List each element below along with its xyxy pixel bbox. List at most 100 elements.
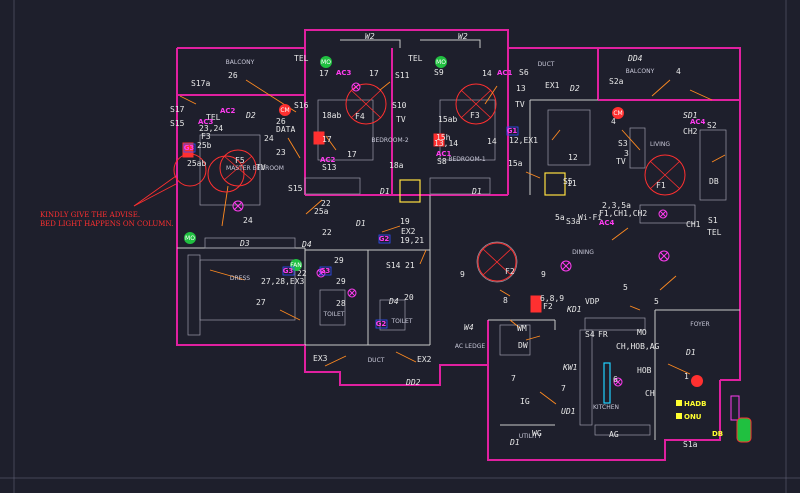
door-window-tag: D2 (245, 111, 256, 120)
circuit-label: S17 (170, 105, 185, 114)
circuit-label: 18ab (322, 111, 341, 120)
light-icon (613, 377, 623, 387)
room-label: TOILET (323, 311, 345, 318)
room-label: DUCT (538, 61, 555, 68)
hadb-box (730, 395, 740, 421)
fan-icon (345, 83, 387, 125)
circuit-label: F1 (656, 181, 666, 190)
circuit-label: S2a (609, 77, 624, 86)
switch-group-tag: G3 (184, 144, 195, 152)
circuit-label: F2 (505, 267, 515, 276)
circuit-label: S3 (618, 139, 628, 148)
circuit-label: 5 (654, 297, 659, 306)
ac-point-label: AC1 (497, 69, 513, 77)
circuit-label: 6 (613, 375, 618, 384)
motion-sensor-icon (320, 56, 332, 68)
circuit-label: 12,EX1 (509, 136, 538, 145)
circuit-label: DW (518, 341, 528, 350)
circuit-label: 9 (460, 270, 465, 279)
room-label: BEDROOM-2 (371, 137, 408, 144)
motion-sensor-icon (290, 259, 302, 271)
circuit-label: EX2 (417, 355, 432, 364)
circuit-label: S3a (566, 217, 581, 226)
light-icon (658, 250, 670, 262)
door-window-tag: D1 (471, 187, 482, 196)
switch-group-tag: G2 (376, 320, 387, 328)
dress-wardrobe (199, 259, 296, 321)
room-label: MASTER BEDROOM (226, 165, 284, 172)
circuit-label: TEL (408, 54, 423, 63)
onu-label: ONU (684, 413, 702, 421)
ac-point-label: AC1 (436, 150, 452, 158)
circuit-label: 29 (334, 256, 344, 265)
circuit-label: 17 (369, 69, 379, 78)
circuit-label: DATA (276, 125, 295, 134)
circuit-label: S13 (322, 163, 337, 172)
circuit-label: S17a (191, 79, 210, 88)
bed-1 (439, 99, 496, 161)
toilet-1-fixtures (319, 289, 346, 326)
room-label: TOILET (391, 318, 413, 325)
circuit-label: 29 (336, 277, 346, 286)
hadb-marker (676, 400, 682, 406)
circuit-label: F4 (355, 112, 365, 121)
circuit-label: CH1 (686, 220, 701, 229)
door-window-tag: W4 (464, 323, 474, 332)
switch-group-tag: G2 (379, 235, 390, 243)
circuit-label: Wi-Fi (578, 213, 602, 222)
circuit-label: 24 (264, 134, 274, 143)
ac-point-label: AC4 (690, 118, 706, 126)
light-icon (232, 200, 244, 212)
light-icon (658, 209, 668, 219)
circuit-label: 26 (276, 117, 286, 126)
ac-point-label: AC2 (320, 156, 336, 164)
circuit-label: 26 (228, 71, 238, 80)
light-icon (347, 288, 357, 298)
fan-icon (455, 83, 497, 125)
door-window-tag: KD1 (566, 305, 581, 314)
wardrobe-1 (429, 177, 491, 195)
room-label: UTILITY (519, 433, 542, 440)
circuit-label: 6,8,9 (540, 294, 564, 303)
circuit-label: 4 (611, 117, 616, 126)
dress-rack (187, 254, 201, 336)
ac-point-label: AC3 (198, 118, 214, 126)
wiring (179, 79, 726, 405)
door-window-tag: DD4 (627, 54, 643, 63)
circuit-label: TEL (294, 54, 309, 63)
switch-group-box (183, 143, 196, 153)
chimney-point-icon (691, 375, 703, 387)
master-bed (199, 134, 261, 206)
switch-group-box (282, 266, 295, 276)
circuit-label: 15h (436, 133, 451, 142)
circuit-label: 19 (400, 217, 410, 226)
kitchen-counter-top (584, 317, 646, 331)
circuit-label: S8 (437, 157, 447, 166)
circuit-label: VDP (585, 297, 600, 306)
circuit-label: 12 (568, 153, 578, 162)
wardrobe-2 (304, 177, 361, 195)
circuit-label: S6 (519, 68, 529, 77)
onu-marker (676, 413, 682, 419)
switch-group-tag: G1 (507, 127, 518, 135)
circuit-label: 25b (197, 141, 212, 150)
circuit-label: 25ab (187, 159, 206, 168)
circuit-label: TEL (707, 228, 722, 237)
dining-table (476, 241, 518, 283)
circuit-label: 5a (555, 213, 565, 222)
door-window-tag: UD1 (561, 407, 575, 416)
switch-group-box (375, 319, 388, 329)
circuit-label: S1 (708, 216, 718, 225)
kitchen-counter-bottom (594, 424, 651, 436)
room-label: FOYER (690, 321, 709, 328)
circuit-label: S15 (170, 119, 185, 128)
room-label: BALCONY (626, 68, 655, 75)
circuit-label: F3 (470, 111, 480, 120)
column-2 (544, 172, 566, 196)
circuit-label: 22 (297, 269, 307, 278)
circuit-label: MO (637, 328, 647, 337)
